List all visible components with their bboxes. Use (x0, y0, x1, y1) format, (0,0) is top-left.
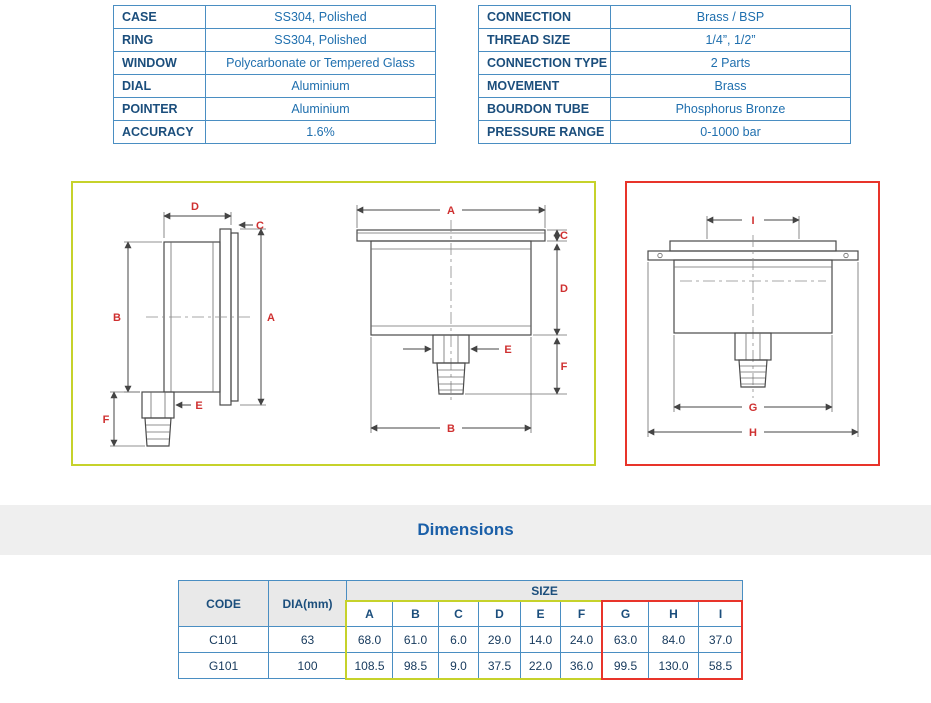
spec-row: CONNECTION TYPE 2 Parts (478, 51, 851, 75)
col-d: D (478, 600, 521, 627)
spec-row: MOVEMENT Brass (478, 74, 851, 98)
drawing-box-ghi: I G H (625, 181, 880, 466)
spec-table-connection: CONNECTION Brass / BSP THREAD SIZE 1/4”,… (478, 5, 851, 144)
dim-label-f: F (103, 414, 110, 426)
spec-value: 1/4”, 1/2” (610, 28, 851, 52)
col-h: H (648, 600, 699, 627)
spec-row: CONNECTION Brass / BSP (478, 5, 851, 29)
spec-row: POINTER Aluminium (113, 97, 436, 121)
spec-value: Brass (610, 74, 851, 98)
spec-row: ACCURACY 1.6% (113, 120, 436, 144)
dim-label-e: E (195, 400, 202, 412)
col-i: I (697, 600, 744, 627)
spec-row: WINDOW Polycarbonate or Tempered Glass (113, 51, 436, 75)
dim-label-i: I (751, 215, 754, 227)
spec-label: WINDOW (113, 51, 206, 75)
table-row: G101 100 108.5 98.5 9.0 37.5 22.0 36.0 9… (178, 652, 744, 679)
dia-cell: 63 (268, 626, 347, 653)
spec-label: PRESSURE RANGE (478, 120, 611, 144)
spec-row: BOURDON TUBE Phosphorus Bronze (478, 97, 851, 121)
table-row: C101 63 68.0 61.0 6.0 29.0 14.0 24.0 63.… (178, 626, 744, 653)
dim-label-f: F (561, 361, 568, 373)
spec-label: BOURDON TUBE (478, 97, 611, 121)
spec-value: SS304, Polished (205, 28, 436, 52)
value-cell: 63.0 (602, 626, 649, 653)
spec-label: RING (113, 28, 206, 52)
spec-value: 2 Parts (610, 51, 851, 75)
spec-row: PRESSURE RANGE 0-1000 bar (478, 120, 851, 144)
col-c: C (438, 600, 479, 627)
value-cell: 108.5 (346, 652, 393, 679)
dim-label-b: B (447, 423, 455, 435)
spec-label: CASE (113, 5, 206, 29)
value-cell: 130.0 (648, 652, 699, 679)
spec-label: CONNECTION (478, 5, 611, 29)
value-cell: 68.0 (346, 626, 393, 653)
value-cell: 9.0 (438, 652, 479, 679)
drawing-side-view: D C A B E F (103, 201, 275, 447)
dim-label-d: D (560, 283, 568, 295)
drawing-box-af: D C A B E F (71, 181, 596, 466)
value-cell: 6.0 (438, 626, 479, 653)
spec-label: POINTER (113, 97, 206, 121)
col-a: A (346, 600, 393, 627)
code-header: CODE (178, 580, 269, 627)
col-e: E (520, 600, 561, 627)
dim-label-c: C (256, 220, 264, 232)
value-cell: 36.0 (560, 652, 603, 679)
value-cell: 29.0 (478, 626, 521, 653)
col-b: B (392, 600, 439, 627)
dim-header-row: CODE DIA(mm) SIZE (178, 580, 744, 627)
spec-value: 1.6% (205, 120, 436, 144)
value-cell: 37.0 (697, 626, 744, 653)
value-cell: 84.0 (648, 626, 699, 653)
spec-label: CONNECTION TYPE (478, 51, 611, 75)
dim-label-e: E (504, 344, 511, 356)
spec-table-materials: CASE SS304, Polished RING SS304, Polishe… (113, 5, 436, 144)
spec-row: DIAL Aluminium (113, 74, 436, 98)
spec-label: THREAD SIZE (478, 28, 611, 52)
dim-label-c: C (560, 230, 568, 242)
spec-value: 0-1000 bar (610, 120, 851, 144)
spec-value: SS304, Polished (205, 5, 436, 29)
code-cell: G101 (178, 652, 269, 679)
value-cell: 99.5 (602, 652, 649, 679)
dim-label-b: B (113, 312, 121, 324)
col-f: F (560, 600, 603, 627)
dim-label-a: A (447, 205, 455, 217)
spec-label: ACCURACY (113, 120, 206, 144)
spec-value: Brass / BSP (610, 5, 851, 29)
value-cell: 22.0 (520, 652, 561, 679)
spec-row: CASE SS304, Polished (113, 5, 436, 29)
value-cell: 14.0 (520, 626, 561, 653)
col-g: G (602, 600, 649, 627)
section-title: Dimensions (417, 520, 514, 539)
value-cell: 61.0 (392, 626, 439, 653)
dia-cell: 100 (268, 652, 347, 679)
spec-value: Polycarbonate or Tempered Glass (205, 51, 436, 75)
code-cell: C101 (178, 626, 269, 653)
value-cell: 37.5 (478, 652, 521, 679)
dim-label-a: A (267, 312, 275, 324)
value-cell: 98.5 (392, 652, 439, 679)
size-header: SIZE (345, 580, 744, 601)
dimension-table-wrap: CODE DIA(mm) SIZE A B C D E F G H I C101… (178, 580, 744, 680)
spec-row: THREAD SIZE 1/4”, 1/2” (478, 28, 851, 52)
dim-label-g: G (749, 402, 758, 414)
dim-label-d: D (191, 201, 199, 213)
dimension-table: CODE DIA(mm) SIZE A B C D E F G H I C101… (178, 580, 744, 679)
drawing-flange-view: I G H (647, 215, 859, 439)
spec-row: RING SS304, Polished (113, 28, 436, 52)
spec-value: Aluminium (205, 74, 436, 98)
spec-value: Aluminium (205, 97, 436, 121)
spec-label: DIAL (113, 74, 206, 98)
dim-label-h: H (749, 427, 757, 439)
spec-value: Phosphorus Bronze (610, 97, 851, 121)
dia-header: DIA(mm) (268, 580, 347, 627)
value-cell: 58.5 (697, 652, 744, 679)
spec-label: MOVEMENT (478, 74, 611, 98)
value-cell: 24.0 (560, 626, 603, 653)
dimensions-band: Dimensions (0, 505, 931, 555)
drawing-front-view: A C D F E B (356, 205, 568, 435)
